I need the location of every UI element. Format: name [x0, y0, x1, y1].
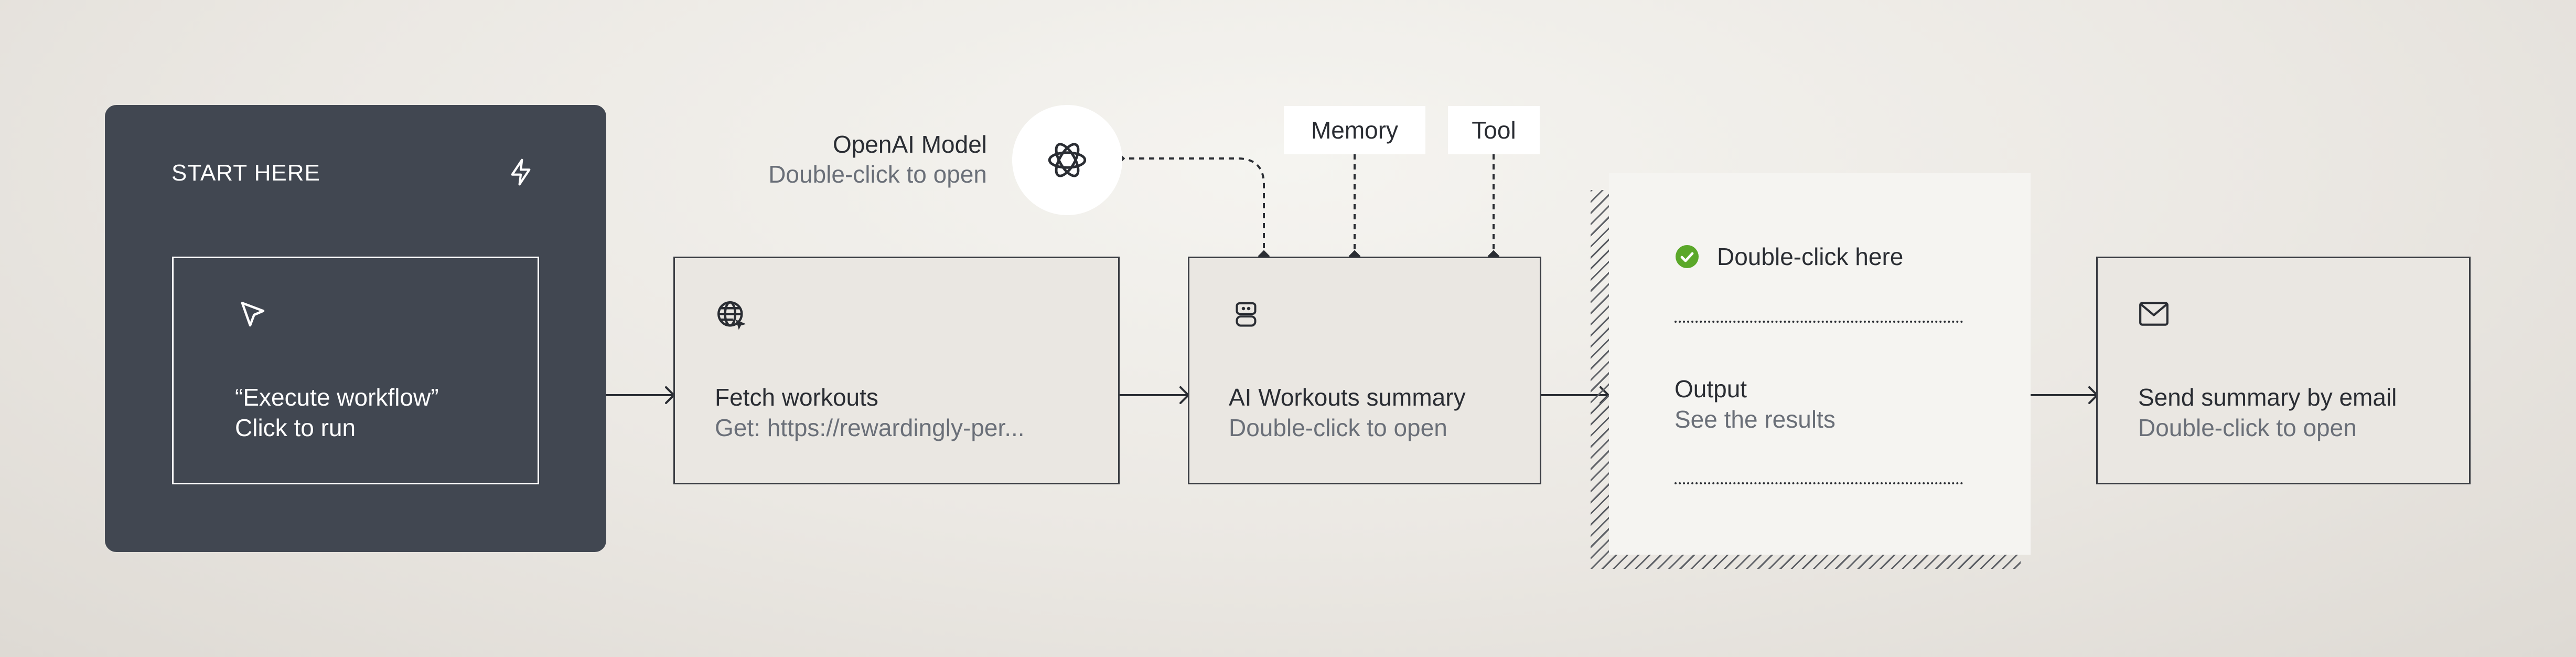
memory-tag[interactable]: Memory — [1284, 106, 1425, 154]
robot-icon — [1236, 302, 1257, 327]
envelope-icon — [2139, 302, 2169, 326]
output-divider-top — [1675, 321, 1963, 323]
output-panel[interactable] — [1609, 173, 2031, 555]
check-circle-icon — [1676, 245, 1699, 268]
execute-workflow-node[interactable] — [172, 257, 539, 484]
openai-model-subtitle: Double-click to open — [768, 161, 987, 188]
output-divider-bottom — [1675, 482, 1963, 484]
openai-logo-icon — [1048, 143, 1087, 177]
ai-workouts-summary-subtitle: Double-click to open — [1229, 414, 1447, 441]
send-email-node[interactable] — [2096, 257, 2471, 484]
ai-workouts-summary-node[interactable] — [1188, 257, 1541, 484]
fetch-workouts-subtitle: Get: https://rewardingly-per... — [715, 414, 1025, 441]
output-subtitle: See the results — [1675, 406, 1836, 433]
ai-workouts-summary-title: AI Workouts summary — [1229, 384, 1466, 411]
arrowhead — [1179, 386, 1189, 404]
openai-model-node[interactable] — [1012, 105, 1122, 215]
wire-model-to-agent — [1119, 157, 1265, 256]
openai-model-label: OpenAI Model — [832, 131, 987, 158]
cursor-pointer-icon — [241, 302, 265, 327]
start-here-title: START HERE — [171, 160, 320, 186]
lightning-bolt-icon — [511, 158, 531, 186]
trigger-title: “Execute workflow” — [235, 384, 439, 411]
send-email-title: Send summary by email — [2138, 384, 2397, 411]
send-email-subtitle: Double-click to open — [2138, 414, 2357, 441]
globe-cursor-icon — [717, 301, 746, 330]
arrowhead — [665, 386, 675, 404]
output-title: Output — [1675, 375, 1747, 402]
tool-tag[interactable]: Tool — [1448, 106, 1540, 154]
trigger-subtitle: Click to run — [235, 414, 356, 441]
fetch-workouts-title: Fetch workouts — [715, 384, 878, 411]
fetch-workouts-node[interactable] — [673, 257, 1120, 484]
output-hint: Double-click here — [1717, 243, 1904, 270]
